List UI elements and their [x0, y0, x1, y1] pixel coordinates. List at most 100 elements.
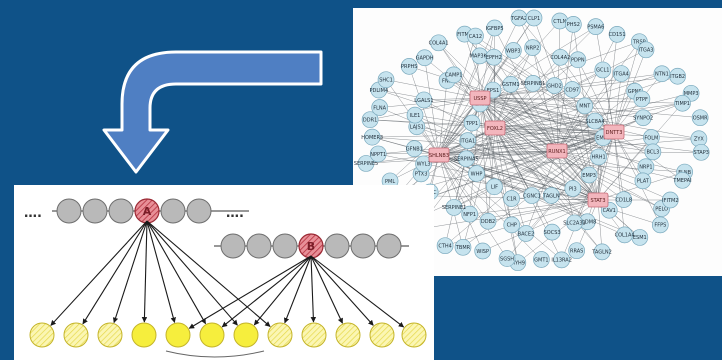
network-edge	[438, 35, 476, 156]
network-hub-label: FOXL2	[487, 126, 503, 132]
network-target-label: PTPF	[636, 97, 648, 103]
network-target-label: SYNPO2	[633, 116, 653, 122]
network-edge	[556, 34, 618, 152]
network-target-label: NRP2	[526, 45, 539, 51]
network-target-label: SERPINA5	[454, 157, 479, 163]
network-target-label: FFPS	[654, 223, 666, 229]
network-target-label: SERPINE5	[354, 161, 378, 167]
network-hub-node	[428, 147, 450, 163]
network-target-node	[669, 67, 686, 85]
network-target-node	[457, 150, 475, 168]
network-edge	[613, 73, 622, 133]
network-target-label: DDR1	[363, 118, 377, 124]
network-edge	[424, 57, 440, 156]
network-target-node	[587, 18, 605, 36]
regulation-edge	[310, 255, 374, 326]
network-edge	[597, 137, 604, 201]
target-gene-node	[131, 322, 157, 348]
network-target-label: CLP1	[528, 16, 540, 22]
network-target-node	[415, 155, 432, 173]
network-target-node	[644, 143, 662, 161]
network-target-label: WYL3	[417, 162, 431, 168]
network-hub-label: USSP	[473, 96, 486, 102]
network-target-label: GCL1	[596, 68, 609, 74]
network-edge	[446, 80, 615, 133]
network-target-label: WISP	[476, 249, 489, 255]
network-target-node	[486, 178, 503, 196]
network-target-node	[485, 48, 503, 66]
network-edge	[479, 97, 653, 153]
regulation-edge	[50, 220, 148, 326]
regulation-schematic: …. A …. B	[24, 198, 427, 358]
network-target-label: TIMP1	[674, 101, 690, 107]
network-edge	[370, 97, 481, 120]
network-target-label: EPFH2	[486, 55, 502, 61]
network-target-label: ITGA3	[638, 48, 653, 54]
network-edge	[482, 199, 599, 252]
network-target-node	[363, 128, 381, 146]
network-edge	[408, 66, 440, 156]
network-target-label: EMP1	[596, 136, 610, 142]
network-target-node	[565, 16, 582, 33]
regulation-edge	[141, 220, 148, 323]
network-target-node	[454, 238, 472, 256]
network-target-label: SERPINE1	[442, 205, 466, 211]
network-target-node	[436, 237, 454, 255]
network-target-label: PTX3	[415, 172, 428, 178]
network-edge	[445, 199, 599, 246]
network-target-label: ITGA1	[460, 138, 475, 144]
network-edge	[438, 42, 496, 129]
network-edge	[494, 127, 662, 209]
network-target-node	[369, 145, 387, 163]
network-target-label: ITGB2	[670, 74, 685, 80]
regulation-edge	[146, 220, 176, 323]
network-target-label: COL4A1	[429, 41, 449, 47]
network-edge	[494, 26, 596, 129]
network-target-node	[523, 187, 541, 204]
network-target-node	[524, 75, 542, 92]
network-hub-node	[587, 192, 609, 208]
network-edge	[438, 154, 489, 222]
network-edge	[378, 153, 599, 201]
network-target-label: RRAS	[570, 248, 583, 254]
network-hub-node	[484, 120, 506, 136]
network-target-node	[616, 226, 633, 244]
network-target-node	[486, 19, 503, 37]
network-edge	[386, 79, 481, 99]
gene-node-b6	[350, 233, 376, 259]
network-target-label: PRPHS	[401, 64, 417, 70]
network-hub-label: DNTT3	[606, 130, 623, 136]
network-edge	[597, 34, 618, 201]
network-edge	[613, 131, 644, 182]
network-edge	[556, 150, 683, 181]
network-target-label: SERPINB1	[521, 81, 546, 87]
network-target-label: GMT1	[534, 257, 548, 263]
network-edge	[417, 199, 599, 230]
network-target-label: STAP3	[693, 150, 708, 156]
network-target-node	[474, 242, 492, 260]
regulation-edge	[146, 220, 271, 327]
regulation-edge	[221, 255, 312, 328]
network-edge	[595, 26, 615, 133]
network-target-label: GLDM8	[578, 220, 596, 226]
network-edge	[597, 93, 692, 201]
network-edge	[479, 97, 644, 118]
network-edge	[464, 33, 599, 201]
network-edge	[494, 131, 615, 187]
network-target-node	[479, 212, 497, 230]
network-target-label: IL13RA2	[551, 258, 572, 264]
network-target-label: TGFA2	[510, 16, 527, 22]
target-gene-node	[335, 322, 361, 348]
gene-node-b7	[376, 233, 402, 259]
network-target-label: CA12	[469, 34, 482, 40]
network-target-label: FOLM	[644, 135, 658, 141]
network-target-label: FLNA	[373, 105, 386, 111]
network-hub-label: STAT3	[590, 198, 605, 204]
network-edge	[479, 97, 558, 152]
network-target-label: SLC2A33	[563, 221, 585, 227]
network-target-label: CTLN	[553, 19, 566, 25]
network-target-label: MNT	[579, 104, 591, 110]
network-edge	[494, 89, 573, 129]
network-target-node	[634, 109, 652, 127]
